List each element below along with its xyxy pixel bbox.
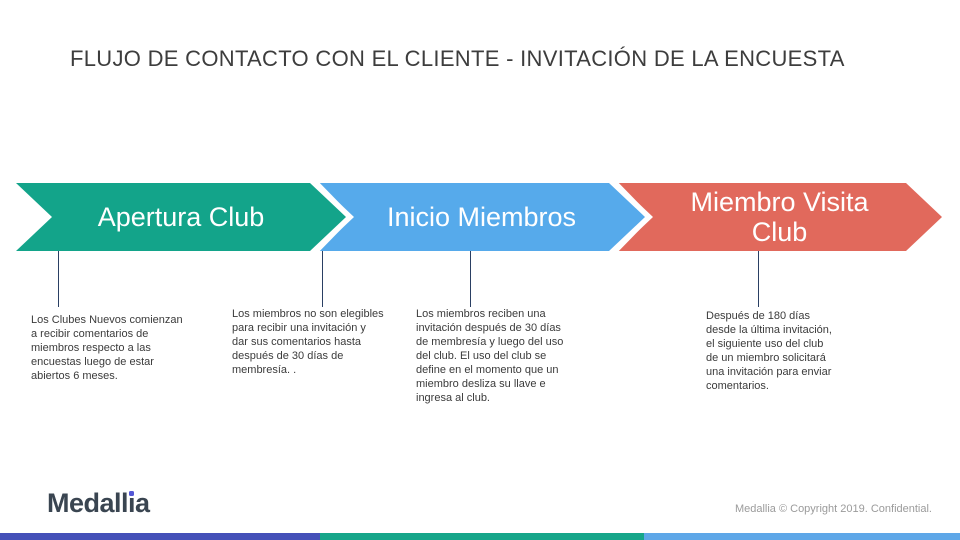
- note-inicio-invitation: Los miembros reciben una invitación desp…: [416, 308, 564, 404]
- chevron-inicio-miembros: Inicio Miembros: [318, 183, 645, 251]
- accent-bar-blue: [644, 533, 960, 540]
- slide-title: FLUJO DE CONTACTO CON EL CLIENTE - INVIT…: [70, 46, 845, 71]
- chevron-body: Inicio Miembros: [318, 183, 645, 251]
- logo-text-post: a: [135, 488, 150, 518]
- connector-line: [470, 251, 471, 307]
- logo-text-pre: Medall: [47, 488, 129, 518]
- accent-bar-indigo: [0, 533, 320, 540]
- chevron-label: Apertura Club: [97, 201, 265, 232]
- chevron-body: Miembro Visita Club: [617, 183, 942, 251]
- connector-line: [322, 251, 323, 307]
- chevron-body: Apertura Club: [16, 183, 346, 251]
- logo-i-dot: [128, 491, 134, 496]
- chevron-label: Inicio Miembros: [386, 201, 577, 232]
- note-apertura-club: Los Clubes Nuevos comienzan a recibir co…: [31, 314, 183, 382]
- connector-line: [758, 251, 759, 307]
- connector-line: [58, 251, 59, 307]
- note-miembro-visita: Después de 180 días desde la última invi…: [706, 310, 832, 392]
- accent-bar-green: [320, 533, 644, 540]
- logo-dotless-i: ı: [128, 488, 136, 518]
- chevron-label: Miembro Visita Club: [690, 186, 869, 247]
- chevron-apertura-club: Apertura Club: [16, 183, 346, 251]
- footer-copyright: Medallia © Copyright 2019. Confidential.: [734, 503, 932, 515]
- logo-letter-i: ı: [128, 488, 136, 519]
- note-inicio-eligibility: Los miembros no son elegibles para recib…: [232, 308, 384, 376]
- chevron-miembro-visita-club: Miembro Visita Club: [617, 183, 942, 251]
